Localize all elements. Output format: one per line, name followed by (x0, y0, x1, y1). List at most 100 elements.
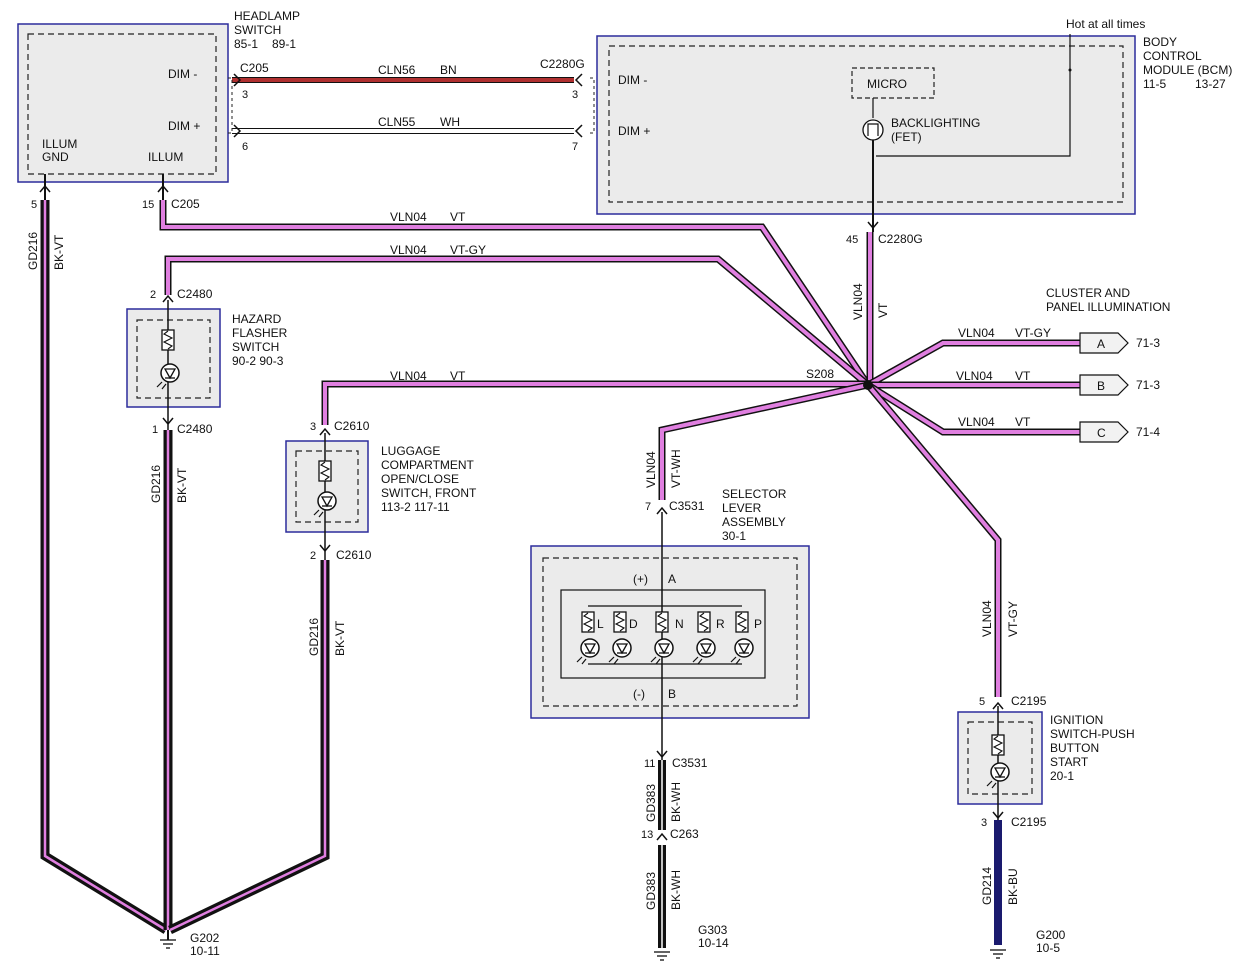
c2280g-pin-3: 3 (572, 89, 578, 101)
bcm-title-3: MODULE (BCM) (1143, 63, 1232, 77)
cluster-panel-illumination: CLUSTER AND PANEL ILLUMINATION A 71-3 B … (1046, 286, 1170, 443)
hazard-pin-top: 2 (150, 289, 156, 301)
bkwh-label-2: BK-WH (669, 870, 683, 910)
vln04-c-label: VLN04 (958, 415, 995, 429)
hazard-title-3: SWITCH (232, 340, 279, 354)
gd216-label-hazard: GD216 (149, 465, 163, 503)
ignition-c-top: C2195 (1011, 694, 1047, 708)
g303-ref: 10-14 (698, 936, 729, 950)
gear-l: L (597, 617, 604, 631)
g200-label: G200 (1036, 928, 1066, 942)
headlamp-title-2: SWITCH (234, 23, 281, 37)
gear-D-circuit: D (608, 611, 638, 665)
ignition-c-bot: C2195 (1011, 815, 1047, 829)
bkbu-label: BK-BU (1006, 868, 1020, 905)
ignition-ref: 20-1 (1050, 769, 1074, 783)
selector-lever-assembly: 7 C3531 SELECTOR LEVER ASSEMBLY 30-1 (+)… (530, 487, 810, 950)
hazard-c-top: C2480 (177, 287, 213, 301)
c2280g-b-label: C2280G (878, 232, 923, 246)
bcm-fet: (FET) (891, 130, 922, 144)
selector-a: A (668, 572, 676, 586)
pin-45-label: 45 (846, 234, 858, 246)
bcm-dim-plus: DIM + (618, 124, 650, 138)
pin-15-label: 15 (142, 199, 154, 211)
c2280g-label: C2280G (540, 57, 585, 71)
ignition-title-3: BUTTON (1050, 741, 1099, 755)
luggage-title-2: COMPARTMENT (381, 458, 475, 472)
ignition-title-4: START (1050, 755, 1089, 769)
vtgy-ign-label: VT-GY (1006, 601, 1020, 637)
bcm-title-1: BODY (1143, 35, 1177, 49)
vln04-b-label: VLN04 (956, 369, 993, 383)
bkwh-label-1: BK-WH (669, 782, 683, 822)
gd216-label-luggage: GD216 (307, 618, 321, 656)
gear-n: N (675, 617, 684, 631)
pin-5-label: 5 (31, 199, 37, 211)
ignition-title-2: SWITCH-PUSH (1050, 727, 1135, 741)
hazard-title-1: HAZARD (232, 312, 282, 326)
cluster-a: A (1097, 337, 1105, 351)
vt-bcm-label: VT (876, 302, 890, 318)
s208-label: S208 (806, 367, 834, 381)
selector-c-top: C3531 (669, 499, 705, 513)
hazard-flasher-switch: 2 C2480 HAZARD FLASHER SWITCH 90-2 90-3 … (126, 287, 288, 503)
selector-c3531: C3531 (672, 756, 708, 770)
hazard-title-2: FLASHER (232, 326, 288, 340)
vln04-top-label: VLN04 (390, 210, 427, 224)
headlamp-illum: ILLUM (148, 150, 183, 164)
headlamp-dim-minus: DIM - (168, 67, 197, 81)
vln04-ign-label: VLN04 (980, 600, 994, 637)
ignition-pin-top: 5 (979, 696, 985, 708)
wire-labels: 5 GD216 BK-VT 15 C205 VLN04 VT VLN04 VT-… (26, 197, 1051, 637)
violet-wire-harness (159, 200, 1080, 697)
c205-label: C205 (240, 61, 269, 75)
bcm-dim-minus: DIM - (618, 73, 647, 87)
headlamp-illum-gnd-2: GND (42, 150, 69, 164)
headlamp-title-1: HEADLAMP (234, 9, 300, 23)
bcm-backlighting: BACKLIGHTING (891, 116, 980, 130)
ignition-title-1: IGNITION (1050, 713, 1103, 727)
g202-label: G202 (190, 931, 220, 945)
vln04-sel-label: VLN04 (644, 451, 658, 488)
gd383-label-2: GD383 (644, 872, 658, 910)
cluster-c-ref: 71-4 (1136, 425, 1160, 439)
vt-lug-label: VT (450, 369, 466, 383)
selector-ground-wire (653, 760, 671, 961)
gd216-label-left: GD216 (26, 232, 40, 270)
bcm-micro: MICRO (867, 77, 907, 91)
dim-wires: C205 3 6 CLN56 BN CLN55 WH C2280G 3 7 (228, 57, 595, 153)
vln04-vtgy-label: VLN04 (390, 243, 427, 257)
headlamp-ref-2: 89-1 (272, 37, 296, 51)
c205-pin-3: 3 (242, 89, 248, 101)
luggage-c-bot: C2610 (336, 548, 372, 562)
ignition-switch: 5 C2195 IGNITION SWITCH-PUSH BUTTON STAR… (957, 694, 1135, 955)
luggage-c-top: C2610 (334, 419, 370, 433)
vtgy-label: VT-GY (450, 243, 486, 257)
selector-pin-top: 7 (645, 501, 651, 513)
selector-plus: (+) (633, 572, 648, 586)
hazard-ref: 90-2 90-3 (232, 354, 284, 368)
headlamp-illum-gnd-1: ILLUM (42, 137, 77, 151)
vt-b-label: VT (1015, 369, 1031, 383)
luggage-title-1: LUGGAGE (381, 444, 440, 458)
bkvt-label-left: BK-VT (52, 234, 66, 270)
vt-c-label: VT (1015, 415, 1031, 429)
cluster-a-ref: 71-3 (1136, 336, 1160, 350)
gd383-label-1: GD383 (644, 784, 658, 822)
luggage-pin-bot: 2 (310, 550, 316, 562)
bn-label: BN (440, 63, 457, 77)
headlamp-switch: HEADLAMP SWITCH 85-1 89-1 DIM - DIM + IL… (17, 9, 300, 200)
vln04-a-label: VLN04 (958, 326, 995, 340)
c205-pin-6: 6 (242, 141, 248, 153)
bkvt-label-luggage: BK-VT (333, 620, 347, 656)
selector-pin-11: 11 (644, 758, 655, 770)
gear-r: R (716, 617, 725, 631)
selector-b: B (668, 687, 676, 701)
hazard-pin-bot: 1 (152, 424, 158, 436)
selector-c263: C263 (670, 827, 699, 841)
cluster-b-ref: 71-3 (1136, 378, 1160, 392)
bcm-ref-1: 11-5 (1143, 77, 1166, 91)
selector-ref: 30-1 (722, 529, 746, 543)
cln56-label: CLN56 (378, 63, 416, 77)
selector-title-2: LEVER (722, 501, 762, 515)
